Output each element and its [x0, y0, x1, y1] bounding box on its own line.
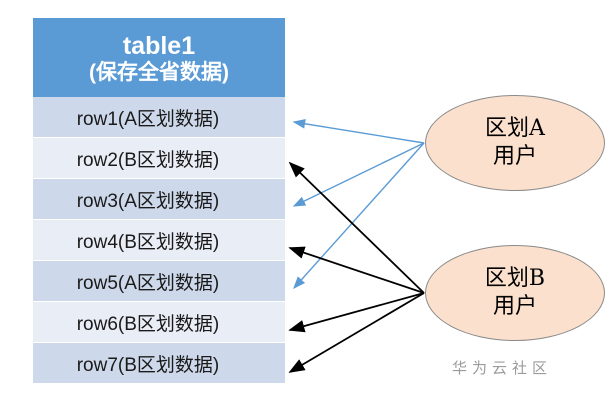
arrow-actor-a-to-row5: [293, 142, 425, 290]
table-row: row7(B区划数据): [33, 343, 285, 383]
table-title: table1: [122, 32, 196, 61]
table-row: row4(B区划数据): [33, 220, 285, 261]
actor-a-line1: 区划A: [485, 115, 545, 141]
actor-ellipse-region-b: 区划B 用户: [425, 245, 605, 341]
actor-ellipse-region-a: 区划A 用户: [425, 95, 605, 191]
actor-a-line2: 用户: [492, 144, 537, 169]
arrow-actor-b-to-row2: [288, 161, 425, 294]
table-row: row3(A区划数据): [33, 179, 285, 220]
table-row: row2(B区划数据): [33, 138, 285, 179]
actor-b-line1: 区划B: [484, 265, 546, 291]
arrow-actor-b-to-row4: [288, 246, 425, 294]
arrow-actor-a-to-row1: [292, 118, 425, 144]
table-row: row6(B区划数据): [33, 302, 285, 343]
arrow-actor-b-to-row6: [288, 292, 425, 333]
table-subtitle: (保存全省数据): [89, 61, 229, 85]
arrow-actor-b-to-row7: [288, 292, 425, 373]
table-row: row1(A区划数据): [33, 97, 285, 138]
table-row: row5(A区划数据): [33, 261, 285, 302]
table-header: table1 (保存全省数据): [33, 18, 285, 97]
arrow-actor-a-to-row3: [292, 142, 425, 207]
actor-b-line2: 用户: [492, 294, 537, 319]
table1-block: table1 (保存全省数据) row1(A区划数据) row2(B区划数据) …: [33, 18, 285, 383]
watermark-text: 华为云社区: [452, 360, 553, 377]
